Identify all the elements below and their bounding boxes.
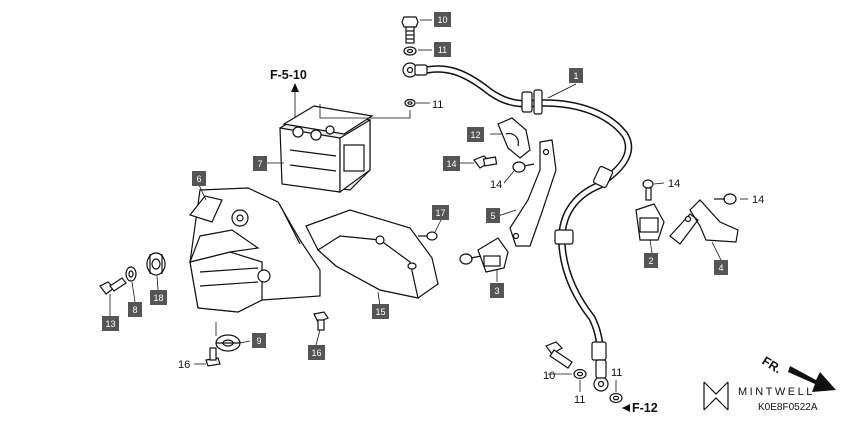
callout-14-left: 14 <box>443 156 460 171</box>
svg-text:8: 8 <box>132 305 137 315</box>
hose-stay <box>509 139 557 247</box>
callout-18: 18 <box>150 290 167 305</box>
abs-modulator <box>279 105 374 194</box>
svg-text:3: 3 <box>494 286 499 296</box>
bolt-13 <box>99 277 127 295</box>
lower-banjo-bolt <box>545 341 573 369</box>
label-11-upper-lower: 11 <box>432 99 443 111</box>
svg-text:13: 13 <box>105 319 115 329</box>
svg-text:12: 12 <box>470 130 480 140</box>
label-14-clamp-right: 14 <box>668 178 680 190</box>
label-10-lower: 10 <box>543 370 555 382</box>
svg-text:4: 4 <box>718 263 723 273</box>
grommet-9 <box>215 334 241 352</box>
hose-clamp-3 <box>477 237 509 273</box>
callout-6: 6 <box>192 171 206 186</box>
svg-text:18: 18 <box>153 293 163 303</box>
callout-1: 1 <box>569 68 583 83</box>
hose-clamp-2 <box>635 203 665 241</box>
ref-f-12: F-12 <box>632 401 658 415</box>
label-14-stay-right: 14 <box>752 194 764 206</box>
svg-text:14: 14 <box>446 159 456 169</box>
callout-4: 4 <box>714 260 728 275</box>
svg-text:10: 10 <box>437 15 447 25</box>
callout-9: 9 <box>252 333 266 348</box>
ref-f-5-10: F-5-10 <box>270 68 307 82</box>
callout-13: 13 <box>102 316 119 331</box>
bolt-14-b <box>512 161 535 173</box>
bolt-16-lower <box>205 347 221 367</box>
bolt-14-clamp <box>459 253 482 265</box>
svg-text:9: 9 <box>256 336 261 346</box>
callout-16: 16 <box>308 345 325 360</box>
callout-17: 17 <box>432 205 449 220</box>
hose-clamp-12 <box>497 117 531 159</box>
svg-text:1: 1 <box>573 71 578 81</box>
callout-8: 8 <box>128 302 142 317</box>
label-14-stay: 14 <box>490 179 502 191</box>
bolt-14-d <box>714 193 737 205</box>
svg-text:17: 17 <box>435 208 445 218</box>
svg-text:6: 6 <box>196 174 201 184</box>
callout-11-top: 11 <box>434 42 451 57</box>
ref-arrow-f510 <box>291 83 299 118</box>
mintwell-logo: MINTWELL <box>703 381 815 411</box>
brake-hose <box>402 62 633 392</box>
fr-label: FR. <box>760 354 784 377</box>
svg-text:16: 16 <box>311 348 321 358</box>
bolt-14-c <box>642 179 654 201</box>
screw-17 <box>418 231 438 241</box>
ref-arrow-f12 <box>622 404 630 412</box>
abs-mounting-bracket <box>189 187 321 313</box>
svg-text:7: 7 <box>257 159 262 169</box>
diagram-code: K0E8F0522A <box>758 402 818 413</box>
bolt-16-right <box>313 311 329 331</box>
upper-banjo-bolt <box>401 16 419 44</box>
callout-12: 12 <box>467 127 484 142</box>
callout-10: 10 <box>434 12 451 27</box>
grommet-18 <box>146 252 166 276</box>
svg-text:5: 5 <box>490 211 495 221</box>
callout-15: 15 <box>372 304 389 319</box>
hose-stay-4 <box>669 199 739 245</box>
svg-text:2: 2 <box>648 256 653 266</box>
label-11-lower-a: 11 <box>574 394 585 406</box>
callout-7: 7 <box>253 156 267 171</box>
bracket-tab <box>188 195 223 223</box>
abs-cover <box>305 209 439 299</box>
bolt-14-a <box>473 155 498 169</box>
svg-text:15: 15 <box>375 307 385 317</box>
svg-text:11: 11 <box>438 45 447 55</box>
callout-5: 5 <box>486 208 500 223</box>
label-11-lower-b: 11 <box>611 367 622 379</box>
label-16-lower: 16 <box>178 359 190 371</box>
leader-lines <box>109 19 748 392</box>
callout-3: 3 <box>490 283 504 298</box>
callout-2: 2 <box>644 253 658 268</box>
brand-name: MINTWELL <box>738 386 815 398</box>
